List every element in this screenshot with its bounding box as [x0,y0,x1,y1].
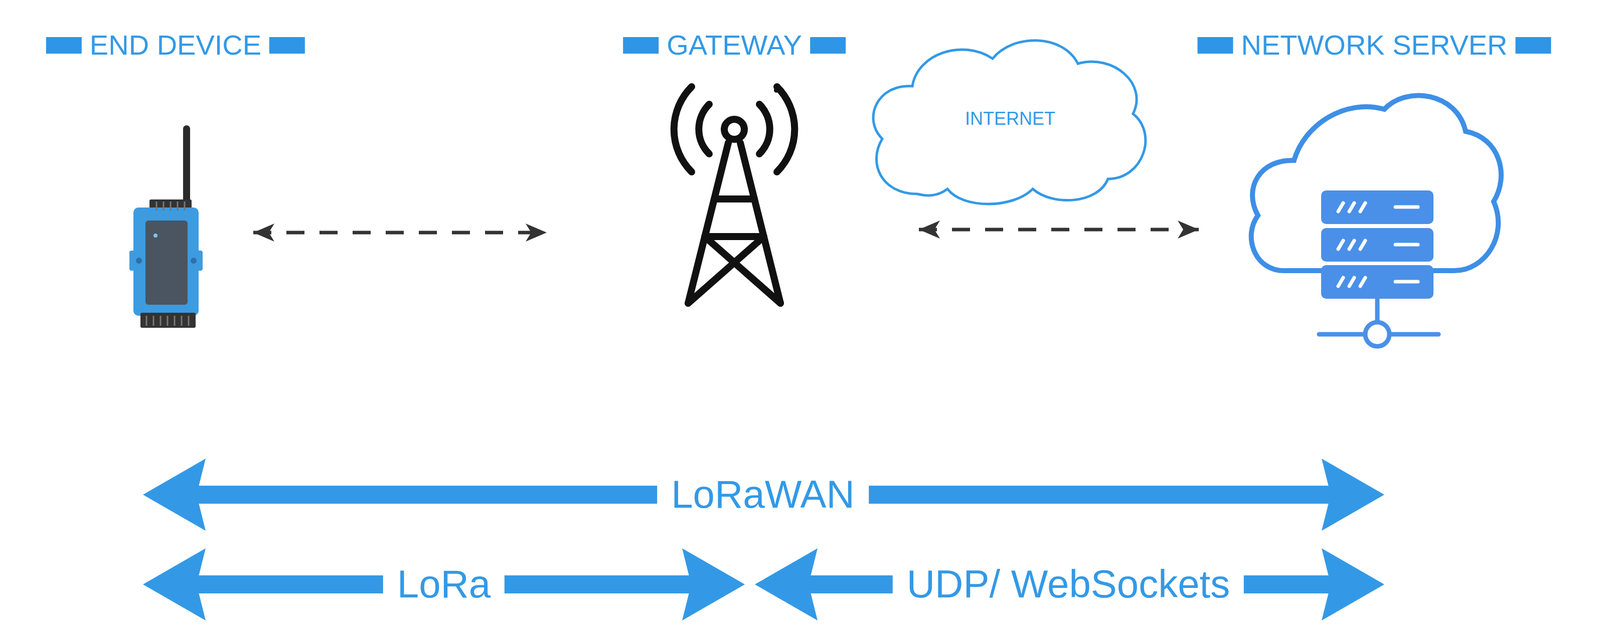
node-label: INTERNET [862,28,1159,210]
node-heading: END DEVICE [46,31,305,60]
antenna [183,125,191,209]
arrow-head [1321,548,1385,621]
tower-legs [688,142,781,304]
network-node: NETWORK SERVER [1198,95,1545,357]
node-heading: NETWORK SERVER [1197,31,1551,60]
device-panel [145,220,188,305]
network-node: END DEVICE [115,115,254,342]
network-node: GATEWAY [546,75,919,327]
server-cloud [1251,95,1502,271]
node-heading: GATEWAY [622,31,846,60]
end-device-icon [129,125,203,329]
protocol-label: LoRaWAN [657,471,869,519]
wave-dot [773,87,779,93]
device-body [133,207,199,316]
radio-wave [674,86,692,173]
mount-tab [195,250,203,271]
arrow-head [142,458,206,532]
mount-tab [129,250,137,271]
radio-wave [776,86,795,173]
terminal-slots [146,201,189,327]
protocol-label: UDP/ WebSockets [892,561,1244,609]
arrow-head [142,548,206,621]
server-marks [1338,203,1418,287]
arrow-head [1321,458,1385,532]
span-arrows [142,458,1385,621]
dashed-connector [918,228,1199,232]
tower-icon [674,86,795,304]
arrow-head [682,548,745,621]
server-port [1365,322,1390,347]
tower-top [724,119,745,140]
cloud-node: INTERNET [862,28,1159,210]
arrow-head [754,548,818,621]
screw [135,257,142,264]
radio-wave [698,104,710,154]
screw [190,257,197,264]
radio-wave [759,104,770,154]
led [153,233,158,238]
dashed-connector [253,231,547,235]
server-icon [1251,95,1502,347]
protocol-label: LoRa [383,561,505,609]
tower-braces [688,199,781,304]
